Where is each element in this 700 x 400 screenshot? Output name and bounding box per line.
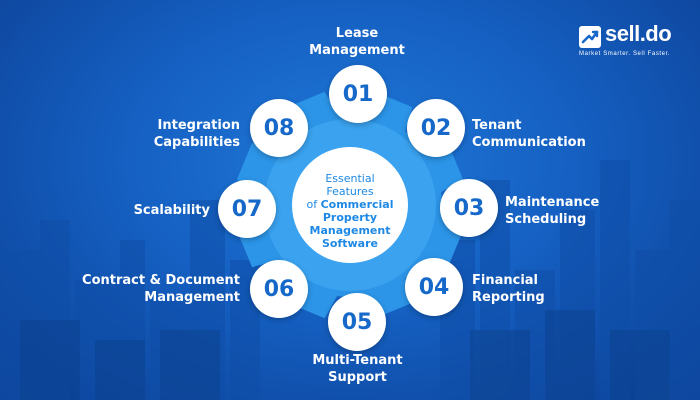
feature-label-line: Lease <box>335 26 379 41</box>
feature-number-05: 05 <box>328 293 386 351</box>
feature-number-07: 07 <box>218 180 276 238</box>
brand-logo: sell.do Market Smarter. Sell Faster. <box>579 21 689 66</box>
brand-tagline: Market Smarter. Sell Faster. <box>579 51 671 57</box>
feature-label-line: Multi-Tenant <box>312 353 403 368</box>
feature-number-01: 01 <box>329 65 387 123</box>
feature-label-line: Management <box>309 43 405 58</box>
feature-label-line: Capabilities <box>153 135 240 150</box>
feature-label-line: Tenant <box>472 118 522 133</box>
brand-name: sell.do <box>605 21 672 46</box>
gear-center-circle <box>292 147 408 263</box>
feature-label-07: Scalability <box>100 202 210 219</box>
feature-number-06: 06 <box>250 260 308 318</box>
feature-label-line: Integration <box>157 118 240 133</box>
center-line-3: Property <box>322 211 378 224</box>
center-line-4: Management <box>309 224 391 237</box>
feature-label-line: Financial <box>472 273 539 288</box>
feature-label-line: Contract & Document <box>82 273 240 288</box>
feature-label-line: Support <box>328 370 387 385</box>
feature-label-line: Reporting <box>472 290 545 305</box>
feature-number-03: 03 <box>440 179 498 237</box>
feature-label-line: Maintenance <box>505 195 600 210</box>
center-line-2-strong: Commercial <box>320 198 394 211</box>
sell-do-logo-icon <box>579 26 601 48</box>
center-title: Essential Features of Commercial Propert… <box>306 172 394 250</box>
feature-number-08: 08 <box>250 99 308 157</box>
center-line-1: Essential Features <box>325 172 375 198</box>
feature-label-line: Scheduling <box>505 212 587 227</box>
feature-label-line: Management <box>144 290 240 305</box>
feature-label-line: Communication <box>472 135 586 150</box>
center-line-2-prefix: of <box>306 198 318 211</box>
feature-number-04: 04 <box>405 258 463 316</box>
feature-number-02: 02 <box>407 99 465 157</box>
center-line-5: Software <box>322 237 378 250</box>
feature-label-line: Scalability <box>133 203 210 218</box>
